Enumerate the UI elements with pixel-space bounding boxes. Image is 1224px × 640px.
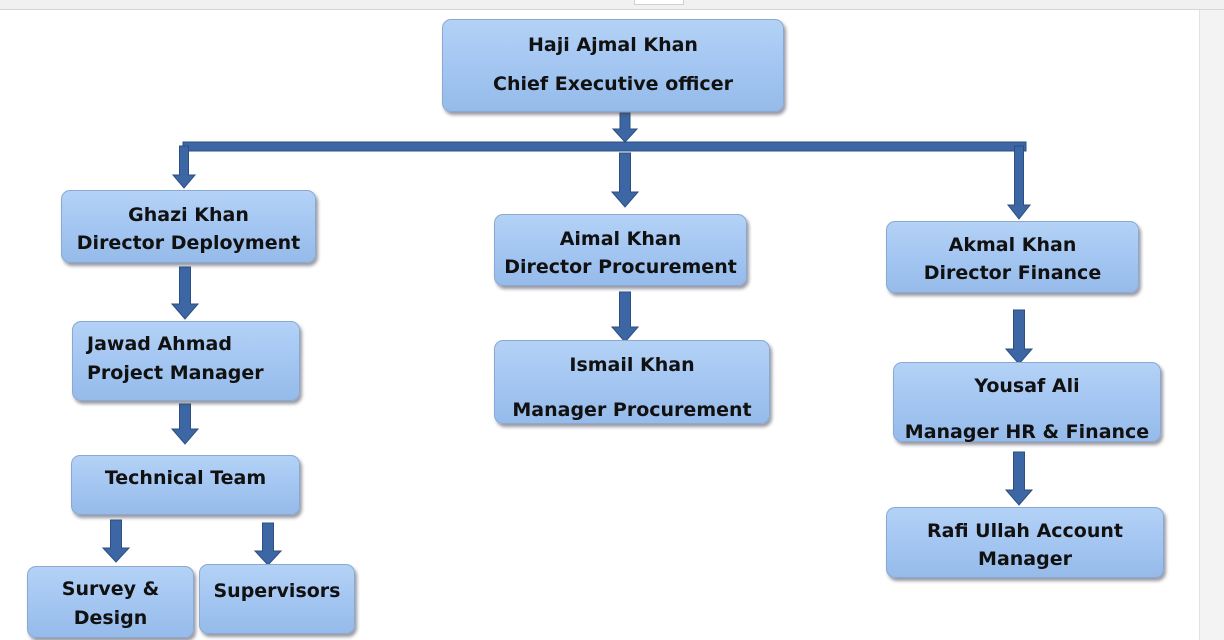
deployment-title: Director Deployment [76,232,301,254]
arrow-ceo-down-arrow-icon [611,112,639,143]
supervisors-box[interactable]: Supervisors [199,564,355,634]
account-manager-line2: Manager [978,548,1072,570]
arrow-hr-finance-down-arrow-icon [1004,309,1034,365]
scrollbar-divider [1199,10,1200,640]
arrow-deployment-down-arrow-icon [171,145,197,189]
supervisors-label: Supervisors [213,580,341,602]
account-manager-line1: Rafi Ullah Account [927,520,1123,542]
project-manager-name: Jawad Ahmad [87,333,232,355]
ceo-box[interactable]: Haji Ajmal Khan Chief Executive officer [442,19,784,112]
project-manager-title: Project Manager [87,362,264,384]
procurement-manager-name: Ismail Khan [569,354,695,376]
procurement-manager-box[interactable]: Ismail Khan Manager Procurement [494,340,770,424]
procurement-name: Aimal Khan [559,228,682,250]
arrow-account-manager-down-arrow-icon [1004,451,1034,506]
project-manager-box[interactable]: Jawad Ahmad Project Manager [72,321,300,401]
survey-design-line1: Survey & [61,578,160,600]
procurement-title: Director Procurement [504,256,737,278]
finance-name: Akmal Khan [948,234,1077,256]
ceo-name: Haji Ajmal Khan [528,34,698,56]
arrow-procurement-manager-down-arrow-icon [610,291,640,343]
arrow-finance-down-arrow-icon [1006,145,1032,220]
deployment-name: Ghazi Khan [128,204,249,226]
window-top-bar [0,0,1224,10]
procurement-manager-title: Manager Procurement [512,399,752,421]
procurement-box[interactable]: Aimal Khan Director Procurement [494,214,747,286]
arrow-project-manager-down-arrow-icon [170,266,200,320]
bus-line [182,141,1027,152]
ceo-title: Chief Executive officer [493,73,733,95]
arrow-procurement-down-arrow-icon [610,152,640,208]
hr-finance-manager-box[interactable]: Yousaf Ali Manager HR & Finance [893,362,1161,443]
deployment-box[interactable]: Ghazi Khan Director Deployment [61,190,316,263]
survey-design-line2: Design [73,607,148,629]
arrow-technical-team-down-arrow-icon [170,403,200,445]
hr-finance-manager-name: Yousaf Ali [974,375,1080,397]
window-handle[interactable] [634,0,684,5]
finance-title: Director Finance [923,262,1102,284]
arrow-supervisors-down-arrow-icon [253,522,283,566]
vertical-scrollbar[interactable] [1199,10,1224,640]
survey-design-box[interactable]: Survey & Design [27,566,194,638]
hr-finance-manager-title: Manager HR & Finance [904,421,1150,443]
technical-team-label: Technical Team [104,467,267,489]
arrow-survey-design-down-arrow-icon [101,519,131,563]
account-manager-box[interactable]: Rafi Ullah Account Manager [886,507,1164,578]
finance-box[interactable]: Akmal Khan Director Finance [886,221,1139,293]
technical-team-box[interactable]: Technical Team [71,455,300,515]
